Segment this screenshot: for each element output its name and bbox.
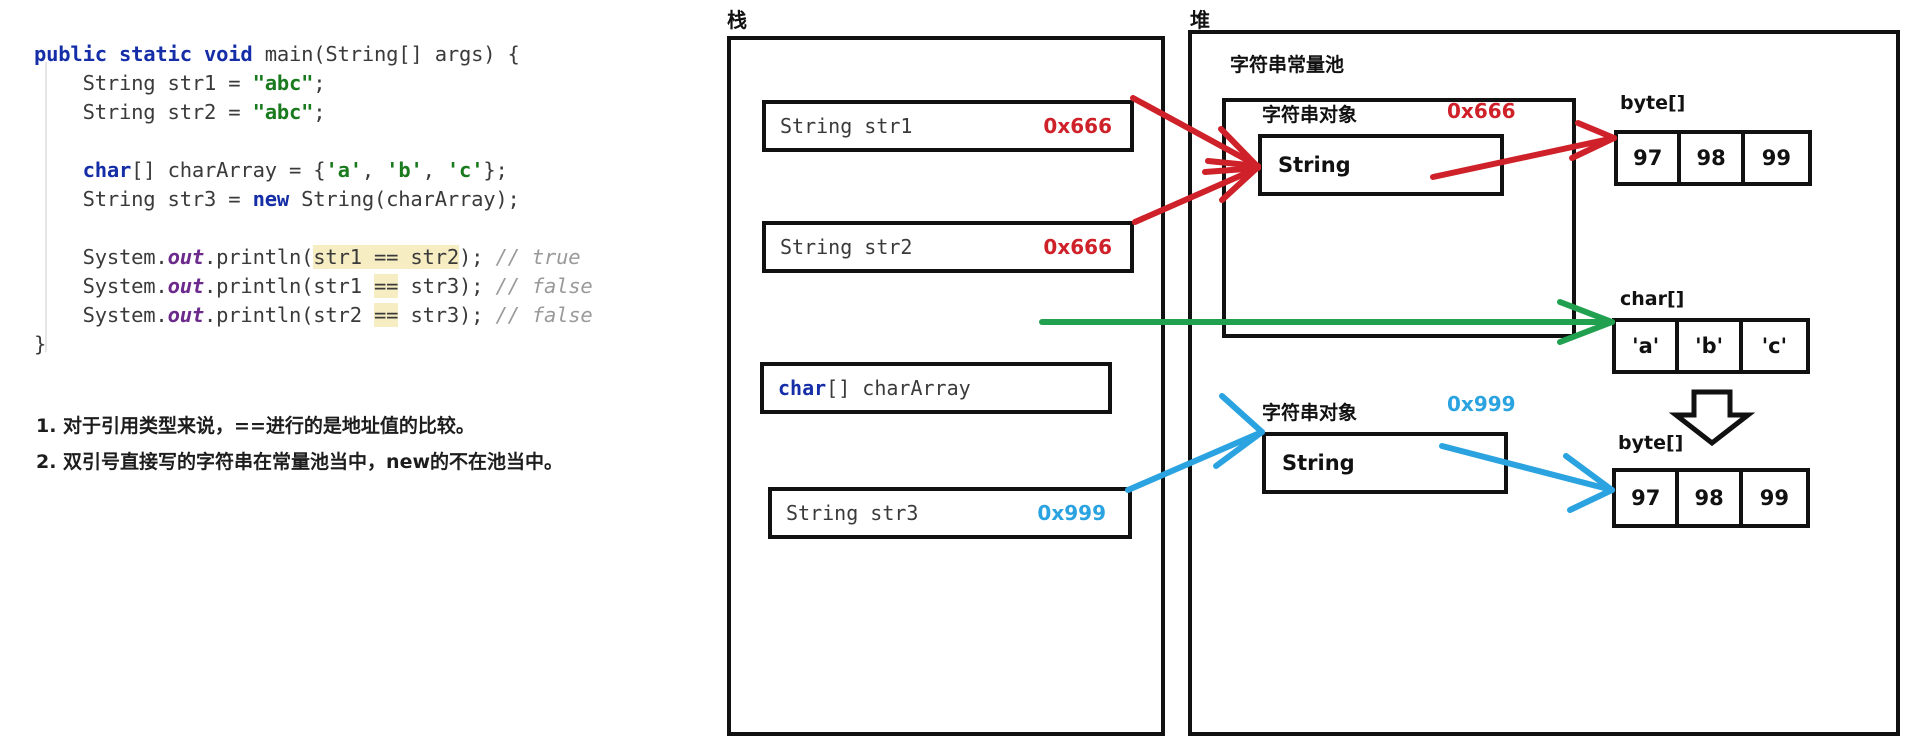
- array-cell: 'c': [1761, 334, 1788, 358]
- new-object-address: 0x999: [1447, 392, 1516, 416]
- array-cell: 97: [1616, 472, 1680, 524]
- pooled-object-title: 字符串对象: [1262, 104, 1358, 126]
- stack-slot-var: char[] charArray: [778, 376, 971, 400]
- stack-slot-address: 0x999: [1037, 501, 1106, 525]
- array-cell: 99: [1759, 486, 1789, 510]
- stack-slot-var: String str1: [780, 114, 913, 138]
- stack-slot-str1: String str1 0x666: [762, 100, 1134, 152]
- pooled-string-object-box: String: [1258, 134, 1504, 196]
- code-panel: public static void main(String[] args) {…: [34, 40, 694, 359]
- stack-slot-var: String str2: [780, 235, 913, 259]
- note-item-2: 2. 双引号直接写的字符串在常量池当中，new的不在池当中。: [36, 451, 564, 473]
- new-object-title: 字符串对象: [1262, 402, 1358, 424]
- stack-slot-address: 0x666: [1043, 114, 1112, 138]
- heap-label: 堆: [1190, 8, 1210, 32]
- array-cell: 98: [1681, 134, 1745, 182]
- new-string-object-box: String: [1262, 432, 1508, 494]
- byte-array-bottom-label: byte[]: [1618, 432, 1684, 454]
- java-code-block: public static void main(String[] args) {…: [34, 42, 593, 356]
- new-object-type: String: [1282, 451, 1355, 475]
- stack-box: [727, 36, 1165, 736]
- char-array: 'a' 'b' 'c': [1612, 318, 1810, 374]
- notes-list: 1. 对于引用类型来说，==进行的是地址值的比较。 2. 双引号直接写的字符串在…: [36, 408, 716, 480]
- string-pool-label: 字符串常量池: [1230, 54, 1345, 76]
- byte-array-top-label: byte[]: [1620, 92, 1686, 114]
- pooled-object-address: 0x666: [1447, 99, 1516, 123]
- array-cell: 'b': [1679, 322, 1743, 370]
- array-cell: 98: [1679, 472, 1743, 524]
- array-cell: 'a': [1616, 322, 1680, 370]
- note-item-1: 1. 对于引用类型来说，==进行的是地址值的比较。: [36, 415, 475, 437]
- array-cell: 97: [1618, 134, 1682, 182]
- pooled-object-type: String: [1278, 153, 1351, 177]
- stack-slot-var: String str3: [786, 501, 919, 525]
- array-cell: 99: [1761, 146, 1791, 170]
- byte-array-bottom: 97 98 99: [1612, 468, 1810, 528]
- stack-slot-chararray: char[] charArray: [760, 362, 1112, 414]
- stack-slot-address: 0x666: [1043, 235, 1112, 259]
- code-gutter-line: [45, 62, 47, 352]
- heap-box: [1188, 30, 1900, 736]
- stack-slot-str2: String str2 0x666: [762, 221, 1134, 273]
- char-array-label: char[]: [1620, 288, 1685, 310]
- stack-slot-str3: String str3 0x999: [768, 487, 1132, 539]
- byte-array-top: 97 98 99: [1614, 130, 1812, 186]
- stack-label: 栈: [727, 8, 747, 32]
